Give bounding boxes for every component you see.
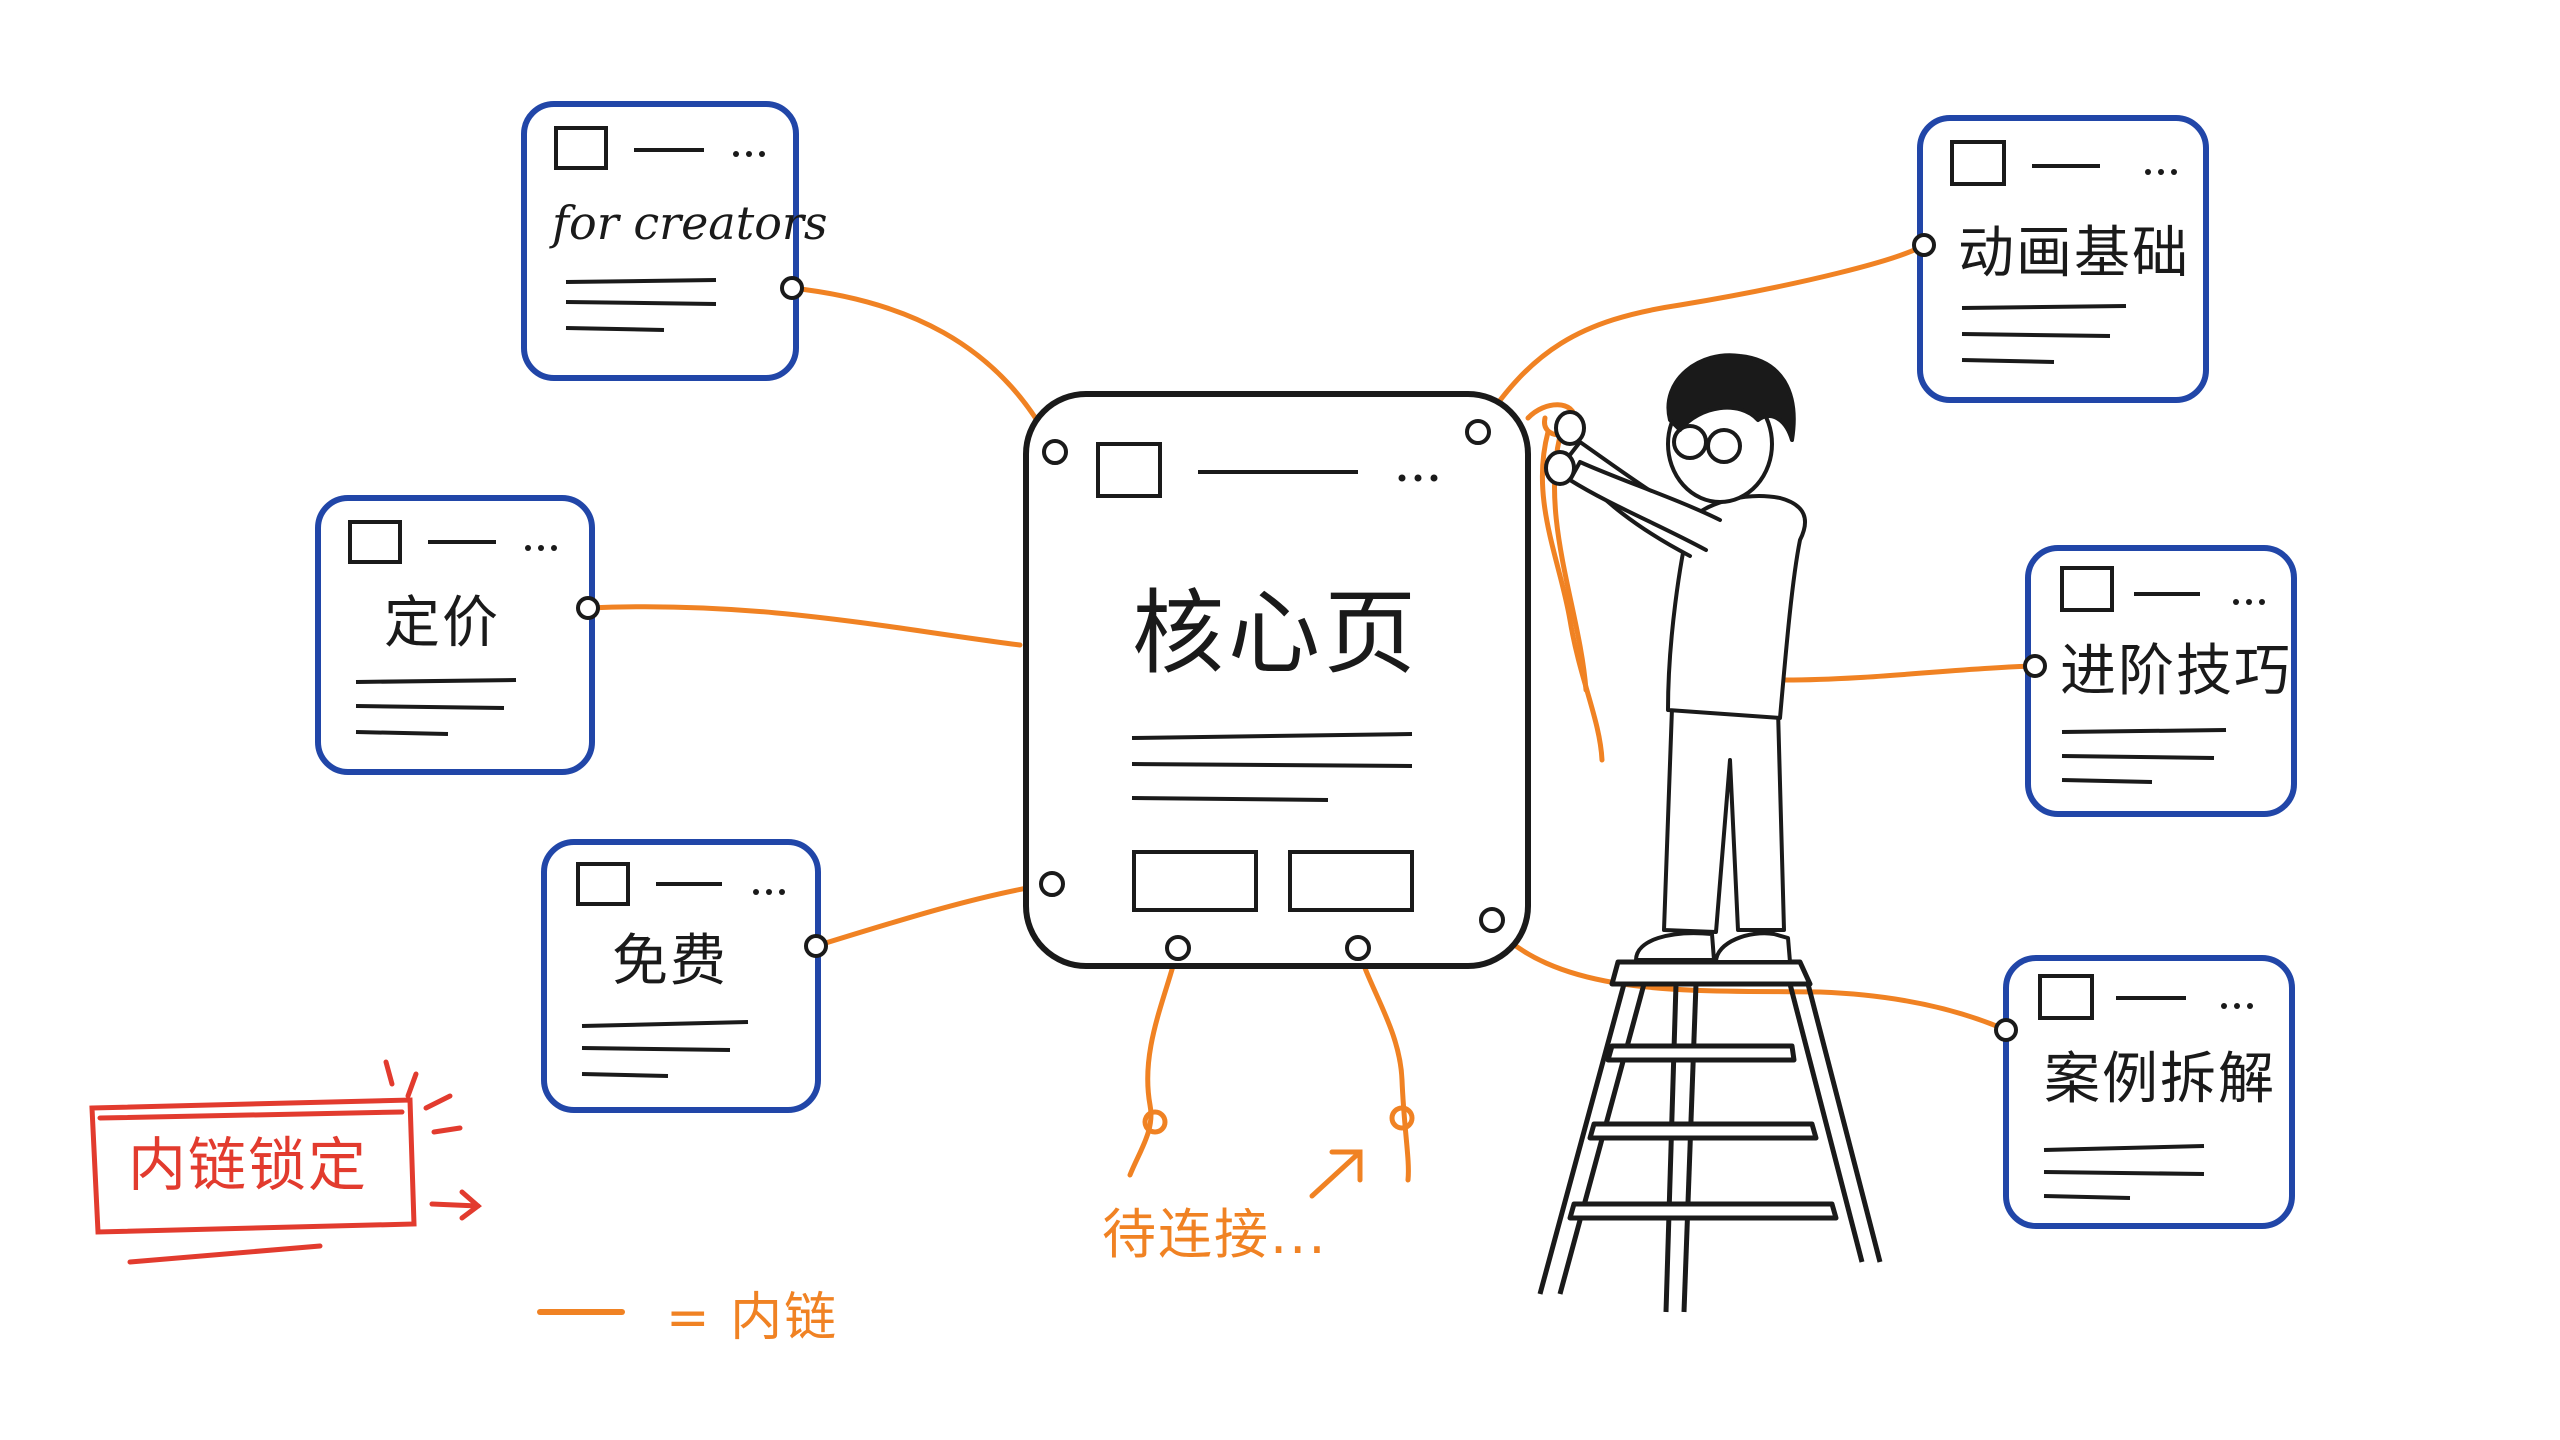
pending-loop-right xyxy=(1389,1105,1415,1131)
hub-card-button-right xyxy=(1288,850,1414,912)
card-animation-basics xyxy=(1912,115,2209,403)
hub-card-rings xyxy=(1039,419,1505,961)
card-free xyxy=(541,839,828,1113)
person-hand-lower xyxy=(1544,450,1576,486)
ladder xyxy=(1537,959,1883,1313)
link-line-case-studies xyxy=(1489,922,2009,1033)
hanging-string xyxy=(1539,429,1605,763)
hub-card-button-left xyxy=(1132,850,1258,912)
hub-title: 核心页 xyxy=(1132,580,1421,687)
card-label-case-studies: 案例拆解 xyxy=(2044,1047,2276,1112)
person-legs xyxy=(1662,706,1786,934)
arrow-right-icon xyxy=(429,1189,482,1221)
stamp-label: 内链锁定 xyxy=(128,1131,369,1199)
pending-line-left xyxy=(1127,945,1181,1178)
link-line-animation-basics xyxy=(1475,242,1927,435)
pending-line-right xyxy=(1355,945,1411,1183)
stamp-frame-double xyxy=(97,1109,405,1121)
card-label-free: 免费 xyxy=(612,929,728,994)
card-label-pricing: 定价 xyxy=(384,591,500,656)
legend-label: = 内链 xyxy=(666,1288,839,1348)
card-label-animation-basics: 动画基础 xyxy=(1958,221,2190,286)
card-pricing xyxy=(315,495,600,775)
person-shoe-right xyxy=(1714,931,1792,964)
hub-card-thumbnail xyxy=(1096,442,1162,498)
link-line-for-creators xyxy=(789,285,1058,455)
pending-arrow-icon xyxy=(1309,1149,1363,1199)
person xyxy=(1544,353,1808,964)
stamp-underline xyxy=(127,1243,323,1265)
card-case-studies xyxy=(1994,955,2295,1229)
card-label-for-creators: for creators xyxy=(552,196,828,250)
hub-card xyxy=(1023,391,1531,969)
link-line-free xyxy=(813,881,1053,949)
person-shoe-left xyxy=(1634,931,1716,962)
stamp-spark-lines xyxy=(383,1059,463,1135)
stamp xyxy=(89,1059,482,1265)
hub-card-more-icon xyxy=(1398,474,1438,482)
card-for-creators xyxy=(521,101,804,381)
person-hoodie xyxy=(1666,494,1808,720)
person-hair xyxy=(1666,353,1796,442)
link-line-advanced-tips xyxy=(1782,663,2038,683)
card-label-advanced-tips: 进阶技巧 xyxy=(2060,639,2292,704)
link-line-pricing xyxy=(585,604,1023,648)
hub-card-frame xyxy=(1023,391,1531,969)
stamp-frame xyxy=(89,1097,417,1235)
hub-card-text-lines xyxy=(1131,732,1413,802)
pending-label: 待连接... xyxy=(1102,1203,1328,1266)
card-advanced-tips xyxy=(2023,545,2297,817)
pending-loop-left xyxy=(1142,1109,1168,1135)
link-lines xyxy=(585,242,2038,1183)
person-hand-upper xyxy=(1554,410,1586,446)
